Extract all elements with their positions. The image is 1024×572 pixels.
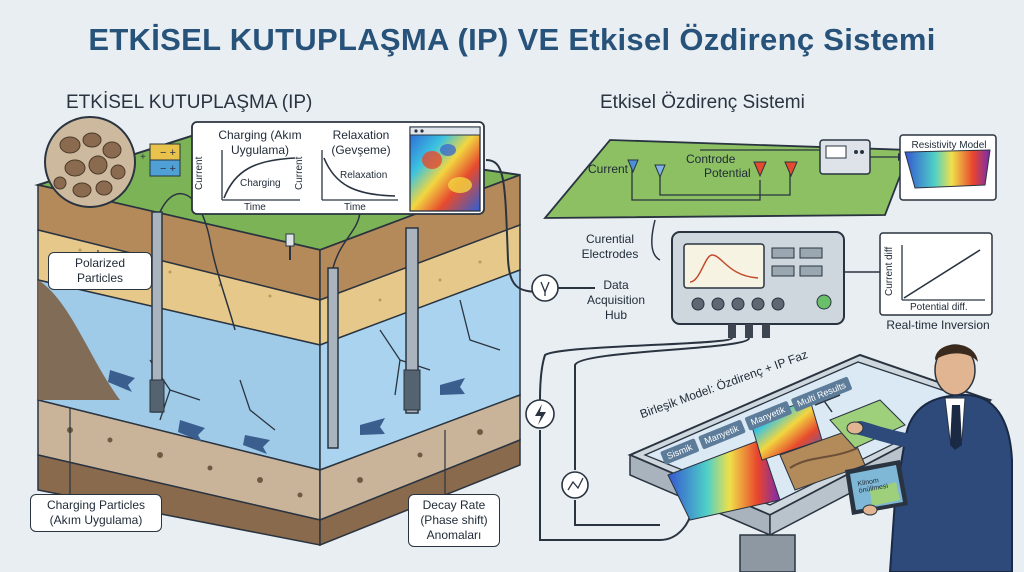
borehole-middle — [327, 267, 339, 449]
ip-heatmap — [409, 126, 481, 212]
hub-connector-icon — [531, 274, 559, 302]
relaxation-ylabel: Current — [294, 156, 305, 190]
daq-hub-label: Data Acquisition Hub — [586, 278, 646, 322]
potential-diff-label: Potential diff. — [910, 302, 968, 313]
resistivity-model-label: Resistivity Model — [911, 140, 987, 151]
page-title: ETKİSEL KUTUPLAŞMA (IP) VE Etkisel Özdir… — [88, 22, 936, 57]
controde-label: Controde — [686, 152, 736, 166]
relaxation-curve-label: Relaxation — [340, 170, 388, 181]
relaxation-graph-title: Relaxation (Gevşeme) — [331, 128, 391, 157]
charging-particles-label: Charging Particles (Akım Uygulama) — [30, 494, 162, 532]
charging-curve — [223, 157, 296, 199]
right-section-title: Etkisel Özdirenç Sistemi — [600, 92, 805, 113]
current-diff-label: Current diff — [884, 246, 895, 296]
svg-text:− +: − + — [160, 163, 176, 175]
relaxation-xlabel: Time — [344, 202, 366, 213]
svg-text:− +: − + — [160, 147, 176, 159]
relaxation-curve — [323, 157, 396, 197]
ip-graph-panel — [191, 121, 485, 215]
particle-magnifier: − + − + + — [44, 116, 181, 208]
charging-graph-title: Charging (Akım Uygulama) — [218, 128, 302, 157]
charging-ylabel: Current — [194, 156, 205, 190]
current-label: Current — [588, 162, 629, 176]
svg-text:+: + — [140, 152, 146, 163]
charging-curve-label: Charging — [240, 178, 281, 189]
realtime-inversion-label: Real-time Inversion — [886, 318, 990, 332]
polarized-particles-label: Polarized Particles — [48, 252, 152, 290]
curential-electrodes-label: Curential Electrodes — [581, 232, 639, 261]
inversion-graph — [879, 232, 993, 316]
daq-instrument — [671, 231, 845, 338]
charging-xlabel: Time — [244, 202, 266, 213]
potential-label: Potential — [704, 166, 751, 180]
decay-rate-label: Decay Rate (Phase shift) Anomaları — [408, 494, 500, 547]
operator-person — [845, 344, 1013, 572]
borehole-left — [149, 211, 165, 413]
left-section-title: ETKİSEL KUTUPLAŞMA (IP) — [66, 92, 313, 113]
borehole-right — [403, 227, 421, 414]
